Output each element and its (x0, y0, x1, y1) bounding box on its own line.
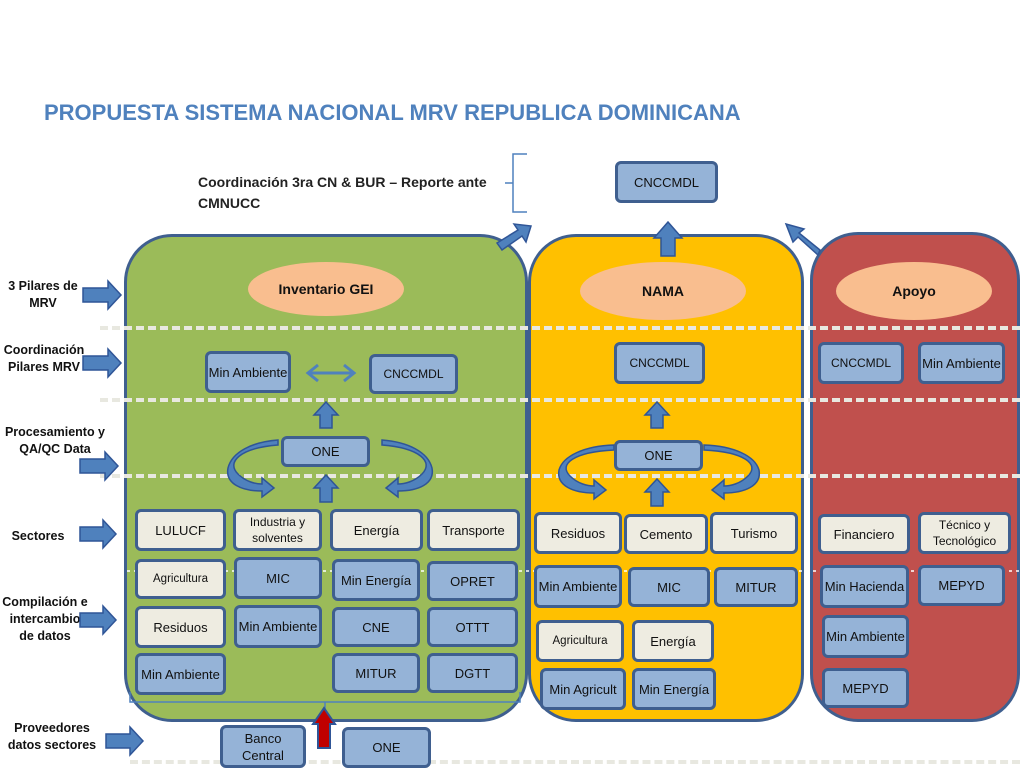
row-arrow-icon (82, 279, 123, 311)
gei-compilation-box: Min Ambiente (135, 653, 226, 695)
gei-compilation-box: Min Energía (332, 559, 420, 601)
gei-compilation-box: OPRET (427, 561, 518, 601)
gei-compilation-box: MITUR (332, 653, 420, 693)
apoyo-compilation-box: MEPYD (918, 565, 1005, 606)
gei-min-ambiente-box: Min Ambiente (205, 351, 291, 393)
apoyo-cnccmdl-box: CNCCMDL (818, 342, 904, 384)
page-title: PROPUESTA SISTEMA NACIONAL MRV REPUBLICA… (44, 100, 741, 125)
gei-compilation-box: MIC (234, 557, 322, 599)
label-coordination: Coordinación Pilares MRV (3, 343, 85, 374)
apoyo-sector-box: Financiero (818, 514, 910, 554)
label-providers: Proveedores datos sectores (7, 721, 97, 752)
apoyo-compilation-box: Min Ambiente (822, 615, 909, 658)
nama-compilation-box: MITUR (714, 567, 798, 607)
nama-compilation-box: MIC (628, 567, 710, 607)
label-processing: Procesamiento y QA/QC Data (4, 425, 106, 456)
gei-compilation-box: CNE (332, 607, 420, 647)
gei-compilation-box: Agricultura (135, 559, 226, 599)
row-arrow-icon (79, 450, 120, 482)
label-sectors: Sectores (11, 529, 65, 543)
gei-compilation-box: DGTT (427, 653, 518, 693)
apoyo-compilation-box: MEPYD (822, 668, 909, 708)
curved-arrow-icon (703, 444, 760, 501)
gei-sector-box: Industria y solventes (233, 509, 322, 551)
nama-oval: NAMA (580, 262, 746, 320)
double-arrow-icon (305, 363, 357, 383)
nama-sector-box: Turismo (710, 512, 798, 554)
up-arrow-icon (312, 473, 340, 503)
bracket-icon (505, 153, 527, 213)
red-up-arrow-icon (311, 706, 337, 749)
nama-compilation-box: Min Ambiente (534, 565, 622, 608)
nama-compilation-box: Min Energía (632, 668, 716, 710)
up-arrow-icon (643, 477, 671, 507)
apoyo-compilation-box: Min Hacienda (820, 565, 909, 608)
gei-sector-box: Transporte (427, 509, 520, 551)
gei-one-box: ONE (281, 436, 370, 467)
row-divider (130, 760, 1020, 764)
nama-sector-box: Residuos (534, 512, 622, 554)
gei-sector-box: LULUCF (135, 509, 226, 551)
curved-arrow-icon (227, 439, 279, 499)
diag-arrow-icon (495, 223, 532, 252)
nama-compilation-box: Min Agricult (540, 668, 626, 710)
provider-box: ONE (342, 727, 431, 768)
label-compilation: Compilación e intercambio de datos (2, 595, 88, 643)
gei-oval: Inventario GEI (248, 262, 404, 316)
row-arrow-icon (82, 347, 123, 379)
label-pillars: 3 Pilares de MRV (8, 279, 78, 310)
coordination-label: Coordinación 3ra CN & BUR – Reporte ante… (198, 174, 487, 211)
top-cnccmdl-box: CNCCMDL (615, 161, 718, 203)
row-arrow-icon (105, 725, 145, 757)
diag-arrow-icon (784, 222, 821, 257)
row-divider (100, 398, 1020, 402)
apoyo-sector-box: Técnico y Tecnológico (918, 512, 1011, 554)
up-arrow-icon (312, 400, 340, 429)
apoyo-oval: Apoyo (836, 262, 992, 320)
up-arrow-icon (652, 220, 684, 257)
gei-compilation-box: Min Ambiente (234, 605, 322, 648)
nama-sector-box: Cemento (624, 514, 708, 554)
curved-arrow-icon (558, 444, 615, 501)
nama-compilation-box: Energía (632, 620, 714, 662)
row-arrow-icon (79, 518, 118, 550)
nama-cnccmdl-box: CNCCMDL (614, 342, 705, 384)
gei-compilation-box: OTTT (427, 607, 518, 647)
nama-compilation-box: Agricultura (536, 620, 624, 662)
curved-arrow-icon (381, 439, 433, 499)
gei-cnccmdl-box: CNCCMDL (369, 354, 458, 394)
up-arrow-icon (643, 400, 671, 429)
gei-sector-box: Energía (330, 509, 423, 551)
provider-box: Banco Central (220, 725, 306, 768)
row-divider (100, 326, 1020, 330)
row-arrow-icon (79, 604, 118, 636)
apoyo-min-ambiente-box: Min Ambiente (918, 342, 1005, 384)
nama-one-box: ONE (614, 440, 703, 471)
gei-compilation-box: Residuos (135, 606, 226, 648)
